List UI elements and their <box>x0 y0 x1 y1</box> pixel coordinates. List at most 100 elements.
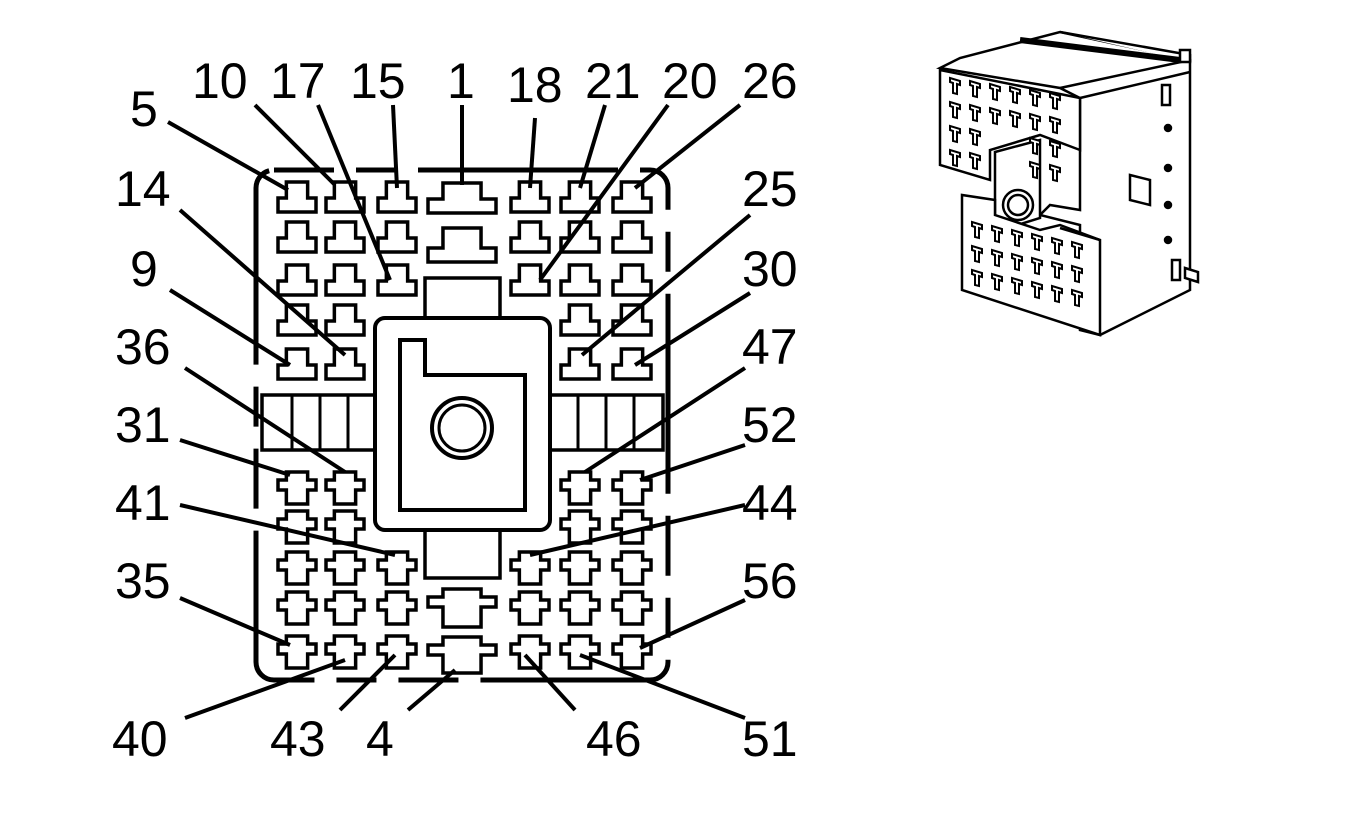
iso-cavity <box>1011 252 1023 272</box>
pin-label-46: 46 <box>586 711 642 767</box>
pin-label-14: 14 <box>115 161 171 217</box>
terminal-cavity <box>324 634 366 670</box>
pin-label-18: 18 <box>507 57 563 113</box>
leader-25 <box>580 213 752 357</box>
leader-30 <box>633 291 752 367</box>
leader-15 <box>391 104 399 189</box>
terminal-cavity <box>509 550 551 586</box>
iso-cavity <box>1049 139 1061 159</box>
terminal-cavity <box>376 180 418 214</box>
leader-26 <box>633 103 742 190</box>
pin-label-1: 1 <box>447 53 475 109</box>
iso-cavity <box>949 124 961 144</box>
iso-cavity <box>991 224 1003 244</box>
terminal-cavity-large <box>426 181 498 215</box>
leader-lines <box>167 103 752 720</box>
terminal-cavity <box>324 470 366 506</box>
terminal-cavity <box>559 347 601 381</box>
iso-cavity <box>949 148 961 168</box>
pin-label-56: 56 <box>742 553 798 609</box>
terminal-cavity <box>611 220 653 254</box>
leader-18 <box>528 117 537 189</box>
iso-cavity <box>969 151 981 171</box>
terminal-cavity-large <box>426 226 498 264</box>
iso-cavity <box>969 79 981 99</box>
terminal-cavity <box>324 263 366 297</box>
leader-31 <box>179 438 291 477</box>
leader-4 <box>406 668 457 712</box>
iso-cavity <box>969 127 981 147</box>
leader-14 <box>178 208 347 357</box>
pin-label-41: 41 <box>115 475 171 531</box>
terminal-cavity <box>559 180 601 214</box>
leader-41 <box>179 503 396 557</box>
terminal-cavity <box>509 590 551 626</box>
iso-cavity <box>1029 112 1041 132</box>
pin-label-10: 10 <box>192 53 248 109</box>
pin-label-9: 9 <box>130 241 158 297</box>
iso-cavity <box>1049 115 1061 135</box>
iso-cavity <box>1009 85 1021 105</box>
leader-46 <box>523 653 577 712</box>
iso-cavity <box>971 268 983 288</box>
iso-cavity <box>1009 109 1021 129</box>
leader-20 <box>538 103 670 282</box>
terminal-cavity <box>611 303 653 337</box>
iso-cavity <box>1071 288 1083 308</box>
terminal-cavity <box>559 263 601 297</box>
iso-cavity <box>949 100 961 120</box>
terminal-cavity <box>276 347 318 381</box>
pin-label-35: 35 <box>115 553 171 609</box>
terminal-cavity <box>276 263 318 297</box>
terminal-cavity <box>324 550 366 586</box>
iso-cavity <box>991 272 1003 292</box>
pin-label-21: 21 <box>585 53 641 109</box>
pin-label-26: 26 <box>742 53 798 109</box>
leader-10 <box>253 103 337 187</box>
leader-35 <box>179 596 291 647</box>
terminal-cavity <box>324 220 366 254</box>
leader-51 <box>579 653 746 720</box>
terminal-cavity <box>611 550 653 586</box>
pin-labels: 5 10 17 15 1 18 21 20 26 14 25 9 30 36 4… <box>112 53 798 767</box>
terminal-cavity <box>559 590 601 626</box>
terminal-cavity <box>509 263 551 297</box>
terminal-cavity <box>324 347 366 381</box>
leader-47 <box>583 366 747 474</box>
iso-cavity <box>1049 163 1061 183</box>
iso-cavity <box>1011 276 1023 296</box>
connector-face <box>253 167 671 683</box>
pin-label-44: 44 <box>742 475 798 531</box>
iso-cavity <box>971 220 983 240</box>
terminal-cavity <box>611 634 653 670</box>
terminal-cavity-large <box>426 587 498 629</box>
leader-36 <box>183 366 347 474</box>
terminal-cavity <box>559 550 601 586</box>
terminal-cavity <box>611 180 653 214</box>
pin-label-36: 36 <box>115 319 171 375</box>
terminal-cavity-large <box>426 635 498 675</box>
terminal-cavity <box>376 220 418 254</box>
leader-40 <box>184 658 346 720</box>
terminal-cavity <box>559 220 601 254</box>
leader-5 <box>167 120 289 192</box>
pin-label-20: 20 <box>662 53 718 109</box>
terminal-cavity <box>276 550 318 586</box>
pin-label-5: 5 <box>130 81 158 137</box>
pin-label-15: 15 <box>350 53 406 109</box>
top-key-block <box>423 276 502 322</box>
leader-9 <box>168 288 292 367</box>
terminal-cavity <box>611 347 653 381</box>
terminal-cavity <box>276 303 318 337</box>
iso-cavity <box>1071 264 1083 284</box>
iso-cavity <box>1029 88 1041 108</box>
iso-cavity <box>1031 280 1043 300</box>
terminal-cavity <box>324 509 366 545</box>
pin-label-40: 40 <box>112 711 168 767</box>
iso-cavity <box>1071 240 1083 260</box>
terminal-cavity <box>559 470 601 506</box>
iso-cavity <box>1051 260 1063 280</box>
pin-label-51: 51 <box>742 711 798 767</box>
pin-label-17: 17 <box>270 53 326 109</box>
terminal-cavity <box>559 509 601 545</box>
